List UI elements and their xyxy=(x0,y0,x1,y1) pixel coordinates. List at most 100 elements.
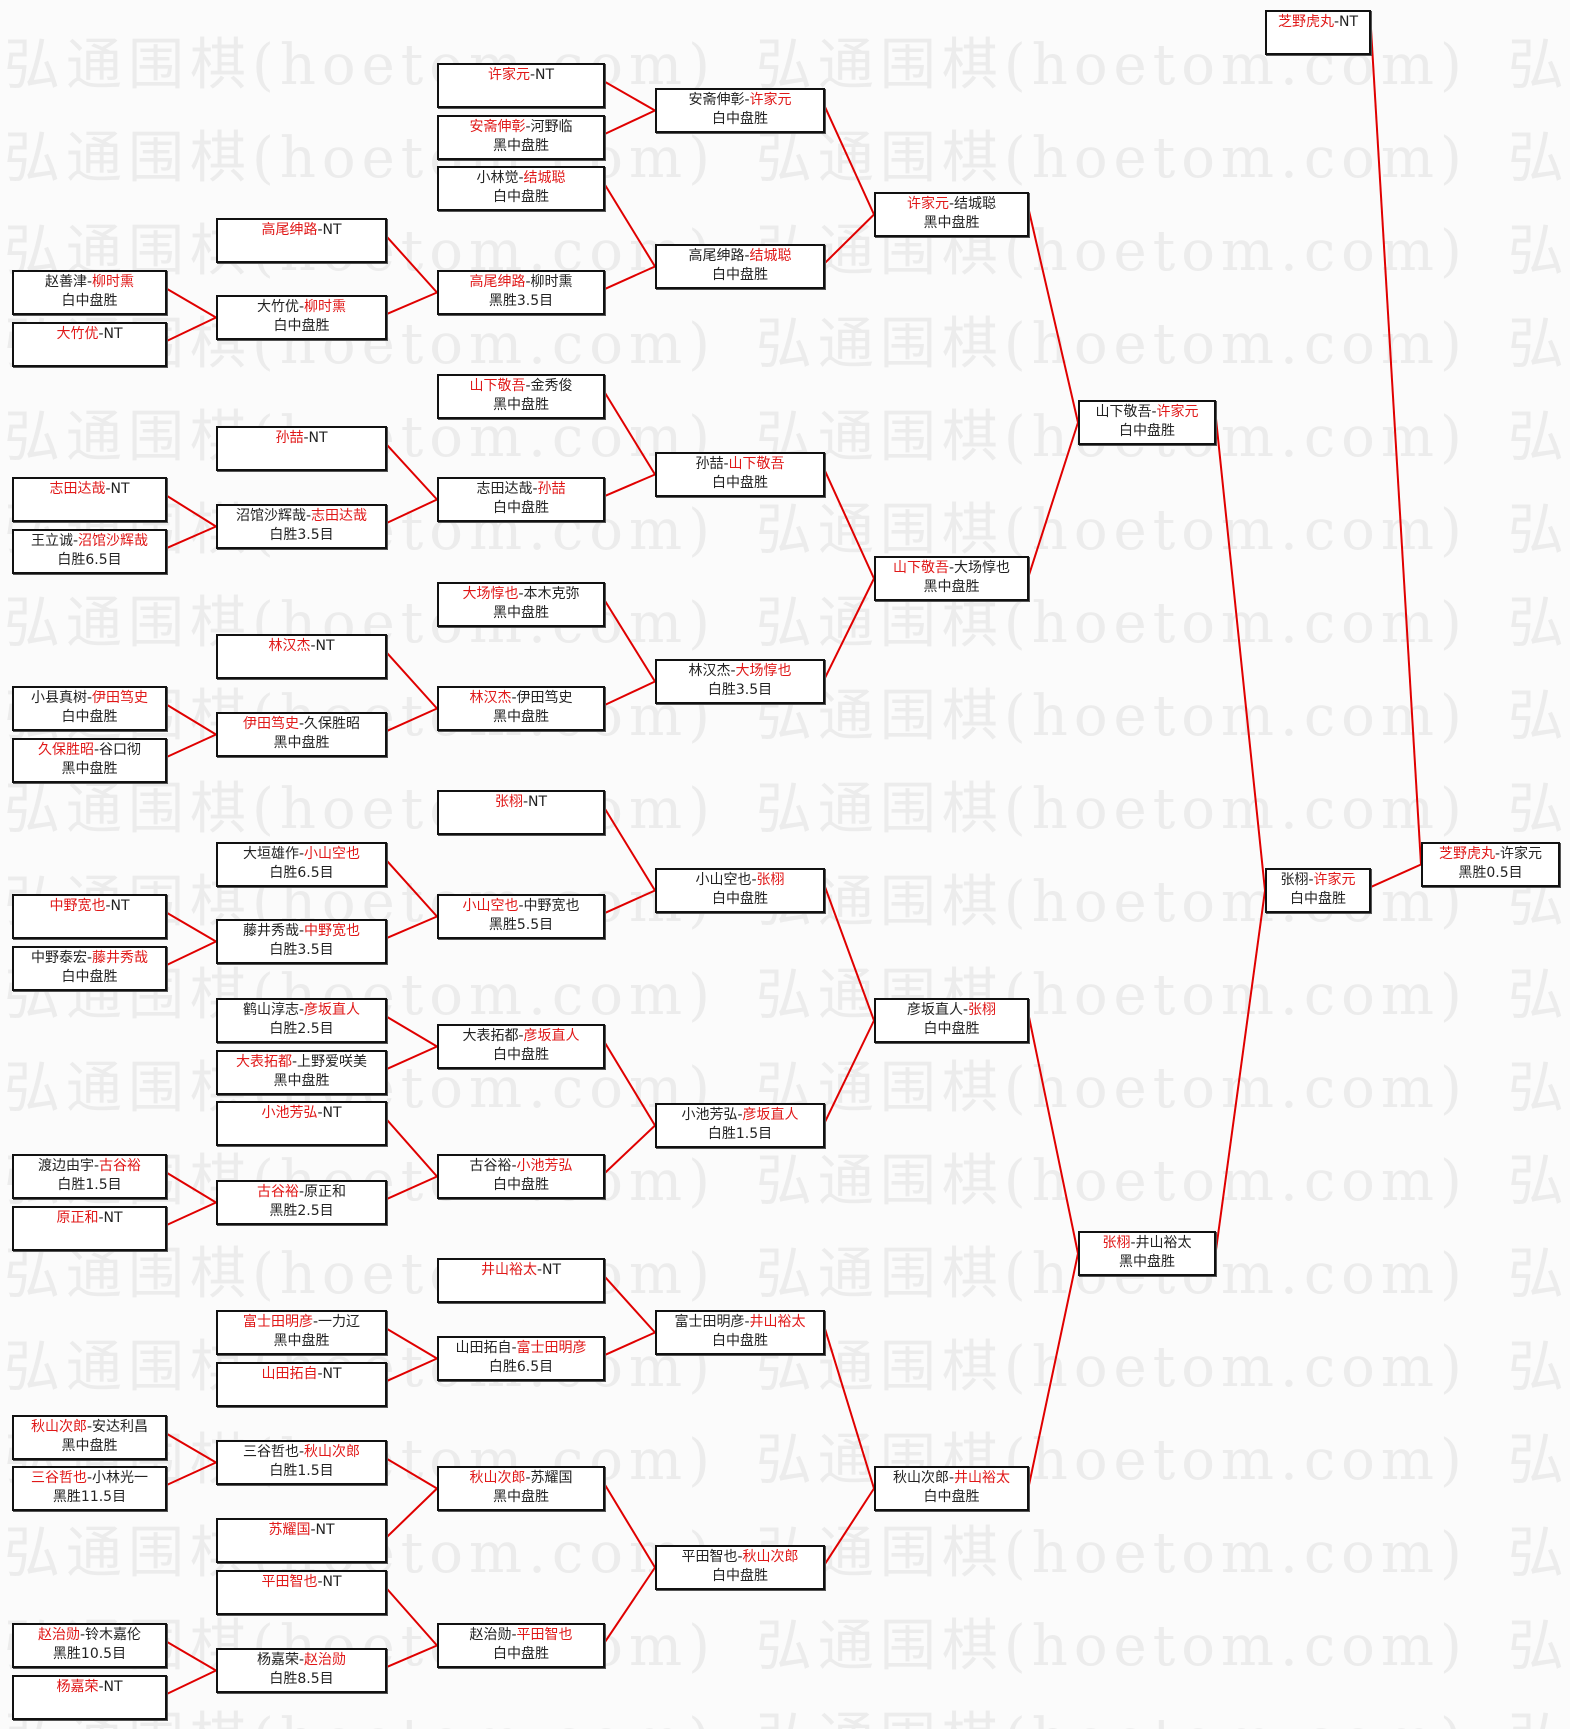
player-2: 富士田明彦 xyxy=(516,1340,587,1356)
separator: - xyxy=(744,248,750,264)
separator: - xyxy=(518,170,524,186)
match-result: 白中盘胜 xyxy=(61,969,118,985)
player-1: 山田拓自 xyxy=(455,1340,512,1356)
player-1: 小县真树 xyxy=(30,690,87,706)
match-result xyxy=(439,1280,603,1299)
match-box: 藤井秀哉-中野宽也白胜3.5目 xyxy=(216,919,387,964)
match-box: 中野泰宏-藤井秀哉白中盘胜 xyxy=(12,946,167,991)
player-2: NT xyxy=(110,481,130,497)
player-1: 许家元 xyxy=(906,196,949,212)
player-2: 藤井秀哉 xyxy=(92,950,149,966)
match-box: 小池芳弘-彦坂直人白胜1.5目 xyxy=(655,1103,825,1148)
match-box: 山田拓自-富士田明彦白胜6.5目 xyxy=(437,1336,605,1381)
match-result: 白中盘胜 xyxy=(712,475,768,491)
player-2: NT xyxy=(103,326,123,342)
bracket-connector xyxy=(604,600,656,683)
bracket-connector xyxy=(166,1669,217,1695)
match-box: 林汉杰-伊田笃史黑中盘胜 xyxy=(437,686,605,731)
match-players: 沼馆沙辉哉-志田达哉 xyxy=(218,507,385,526)
player-1: 张栩 xyxy=(1280,872,1309,888)
player-2: 柳时熏 xyxy=(304,299,347,315)
match-result: 黑胜2.5目 xyxy=(269,1203,334,1219)
match-box: 三谷哲也-小林光一黑胜11.5目 xyxy=(12,1466,167,1511)
match-box: 安斋伸彰-河野临黑中盘胜 xyxy=(437,115,605,160)
player-1: 秋山次郎 xyxy=(892,1470,949,1486)
player-1: 志田达哉 xyxy=(49,481,106,497)
bracket-connector xyxy=(166,733,217,758)
match-result xyxy=(14,1697,165,1716)
match-result: 白中盘胜 xyxy=(493,1646,549,1662)
match-result: 黑中盘胜 xyxy=(273,1333,330,1349)
bracket-connector xyxy=(386,1016,438,1048)
separator: - xyxy=(298,1002,305,1018)
separator: - xyxy=(298,1184,305,1200)
match-box: 秋山次郎-苏耀国黑中盘胜 xyxy=(437,1466,605,1511)
separator: - xyxy=(317,1366,323,1382)
player-1: 原正和 xyxy=(56,1210,99,1226)
match-box: 三谷哲也-秋山次郎白胜1.5目 xyxy=(216,1440,387,1485)
match-players: 赵治勋-平田智也 xyxy=(439,1626,603,1645)
player-2: 河野临 xyxy=(530,119,573,135)
match-result: 黑中盘胜 xyxy=(493,397,549,413)
player-1: 林汉杰 xyxy=(469,690,512,706)
separator: - xyxy=(86,1419,93,1435)
player-1: 大竹优 xyxy=(56,326,99,342)
match-result: 白胜1.5目 xyxy=(269,1463,334,1479)
player-2: NT xyxy=(322,1574,342,1590)
bracket-connector xyxy=(604,473,656,497)
bracket-connector xyxy=(166,495,217,528)
bracket-connector xyxy=(1028,1016,1079,1254)
player-1: 安斋伸彰 xyxy=(688,92,745,108)
player-1: 沼馆沙辉哉 xyxy=(235,508,306,524)
separator: - xyxy=(1130,1235,1136,1251)
player-1: 山田拓自 xyxy=(261,1366,318,1382)
match-box: 平田智也-秋山次郎白中盘胜 xyxy=(655,1545,825,1590)
bracket-connector xyxy=(386,1119,438,1178)
player-1: 三谷哲也 xyxy=(242,1444,299,1460)
match-result: 白中盘胜 xyxy=(923,1489,980,1505)
match-result: 白中盘胜 xyxy=(61,293,118,309)
separator: - xyxy=(298,923,305,939)
player-2: 结城聪 xyxy=(954,196,997,212)
player-1: 平田智也 xyxy=(681,1549,738,1565)
match-result: 白中盘胜 xyxy=(1290,891,1346,907)
player-1: 小池芳弘 xyxy=(681,1107,738,1123)
bracket-connector xyxy=(166,1461,217,1486)
bracket-connector xyxy=(824,213,875,264)
separator: - xyxy=(751,872,757,888)
match-players: 山下敬吾-金秀俊 xyxy=(439,377,603,396)
player-2: 大场惇也 xyxy=(954,560,1011,576)
match-players: 高尾绅路-结城聪 xyxy=(657,247,823,266)
separator: - xyxy=(525,274,531,290)
match-result: 黑中盘胜 xyxy=(493,1489,549,1505)
bracket-connector xyxy=(604,889,656,914)
match-box: 伊田笃史-久保胜昭黑中盘胜 xyxy=(216,712,387,757)
match-players: 志田达哉-孙喆 xyxy=(439,480,603,499)
separator: - xyxy=(317,1574,323,1590)
player-2: 秋山次郎 xyxy=(742,1549,799,1565)
match-players: 王立诚-沼馆沙辉哉 xyxy=(14,532,165,551)
match-box: 小池芳弘-NT xyxy=(216,1101,387,1146)
match-players: 小县真树-伊田笃史 xyxy=(14,689,165,708)
match-players: 小山空也-张栩 xyxy=(657,871,823,890)
match-box: 富士田明彦-一力辽黑中盘胜 xyxy=(216,1310,387,1355)
match-players: 秋山次郎-安达利昌 xyxy=(14,1418,165,1437)
bracket-connector xyxy=(1370,863,1422,888)
match-result: 白胜6.5目 xyxy=(269,865,334,881)
match-box: 大垣雄作-小山空也白胜6.5目 xyxy=(216,842,387,887)
player-2: 一力辽 xyxy=(318,1314,361,1330)
match-result: 黑中盘胜 xyxy=(493,605,549,621)
match-players: 高尾绅路-柳时熏 xyxy=(439,273,603,292)
player-1: 小林觉 xyxy=(476,170,519,186)
player-2: NT xyxy=(542,1262,562,1278)
separator: - xyxy=(298,846,305,862)
match-players: 小山空也-中野宽也 xyxy=(439,897,603,916)
match-players: 小池芳弘-彦坂直人 xyxy=(657,1106,823,1125)
player-1: 秋山次郎 xyxy=(469,1470,526,1486)
separator: - xyxy=(317,222,323,238)
match-box: 许家元-结城聪黑中盘胜 xyxy=(874,192,1029,237)
player-1: 苏耀国 xyxy=(268,1522,311,1538)
player-1: 秋山次郎 xyxy=(30,1419,87,1435)
match-box: 久保胜昭-谷口彻黑中盘胜 xyxy=(12,738,167,783)
match-players: 赵治勋-铃木嘉伦 xyxy=(14,1626,165,1645)
